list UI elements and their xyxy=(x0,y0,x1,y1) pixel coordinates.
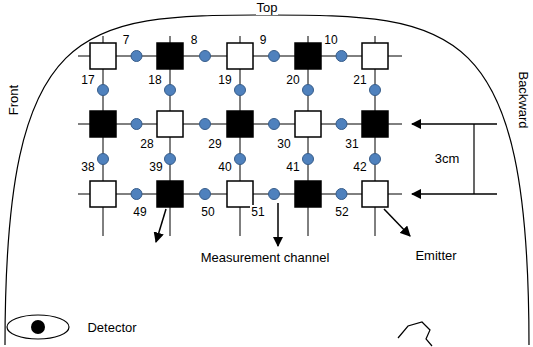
channel-number: 19 xyxy=(217,73,232,87)
detector-square xyxy=(362,111,388,137)
channel-dot xyxy=(98,85,109,96)
emitter-square xyxy=(90,43,116,69)
direction-label: Backward xyxy=(516,70,530,129)
dimension-bar xyxy=(473,124,474,194)
channel-dot xyxy=(269,51,280,62)
channel-number: 42 xyxy=(352,160,367,174)
emitter-square xyxy=(157,111,183,137)
emitter-square xyxy=(295,111,321,137)
callout-label: Measurement channel xyxy=(200,251,331,265)
channel-number: 31 xyxy=(344,137,359,151)
channel-dot xyxy=(98,154,109,165)
channel-dot xyxy=(200,51,211,62)
emitter-square xyxy=(227,43,253,69)
channel-dot xyxy=(200,119,211,130)
channel-leader xyxy=(277,203,279,246)
channel-dot xyxy=(303,85,314,96)
legend-label: Detector xyxy=(86,321,137,335)
channel-dot xyxy=(336,189,347,200)
channel-dot xyxy=(370,85,381,96)
channel-dot xyxy=(336,119,347,130)
channel-dot xyxy=(336,51,347,62)
emitter-square xyxy=(362,43,388,69)
emitter-square xyxy=(362,181,388,207)
detector-square xyxy=(90,111,116,137)
emitter-square xyxy=(90,181,116,207)
channel-number: 51 xyxy=(250,205,265,219)
channel-number: 17 xyxy=(80,73,95,87)
channel-dot xyxy=(235,85,246,96)
channel-dot xyxy=(200,189,211,200)
channel-number: 41 xyxy=(285,160,300,174)
emitter-leader xyxy=(384,209,410,236)
channel-number: 49 xyxy=(132,205,147,219)
channel-number: 52 xyxy=(334,205,349,219)
channel-dot xyxy=(131,51,142,62)
channel-number: 9 xyxy=(259,33,268,47)
channel-dot xyxy=(131,119,142,130)
channel-number: 28 xyxy=(139,137,154,151)
detector-square xyxy=(295,181,321,207)
channel-dot xyxy=(131,189,142,200)
channel-number: 7 xyxy=(122,33,131,47)
detector-square xyxy=(227,111,253,137)
channel-number: 21 xyxy=(352,73,367,87)
head-outline xyxy=(5,15,529,345)
eye-symbol xyxy=(7,315,69,339)
channel-dot xyxy=(235,154,246,165)
channel-dot xyxy=(269,189,280,200)
dimension-arrow xyxy=(412,193,497,195)
dimension-label: 3cm xyxy=(434,152,461,166)
callout-label: Emitter xyxy=(414,249,457,263)
channel-dot xyxy=(165,154,176,165)
channel-number: 40 xyxy=(217,160,232,174)
channel-dot xyxy=(303,154,314,165)
direction-label: Top xyxy=(256,1,279,15)
probe-grid xyxy=(78,36,402,236)
detector-square xyxy=(157,43,183,69)
channel-number: 10 xyxy=(323,33,338,47)
channel-number: 20 xyxy=(285,73,300,87)
channel-number: 29 xyxy=(207,137,222,151)
dimension-arrow xyxy=(412,123,497,125)
ear-symbol xyxy=(398,322,432,346)
channel-dot xyxy=(165,85,176,96)
eye-pupil xyxy=(31,320,45,334)
channel-number: 18 xyxy=(147,73,162,87)
direction-label: Front xyxy=(7,84,21,116)
channel-number: 38 xyxy=(80,160,95,174)
emitter-square xyxy=(227,181,253,207)
channel-number: 30 xyxy=(276,137,291,151)
detector-leader xyxy=(156,209,166,242)
detector-square xyxy=(295,43,321,69)
channel-number: 8 xyxy=(190,33,199,47)
channel-dot xyxy=(269,119,280,130)
channel-number: 39 xyxy=(148,160,163,174)
channel-number: 50 xyxy=(200,205,215,219)
detector-square xyxy=(157,181,183,207)
channel-dot xyxy=(370,154,381,165)
